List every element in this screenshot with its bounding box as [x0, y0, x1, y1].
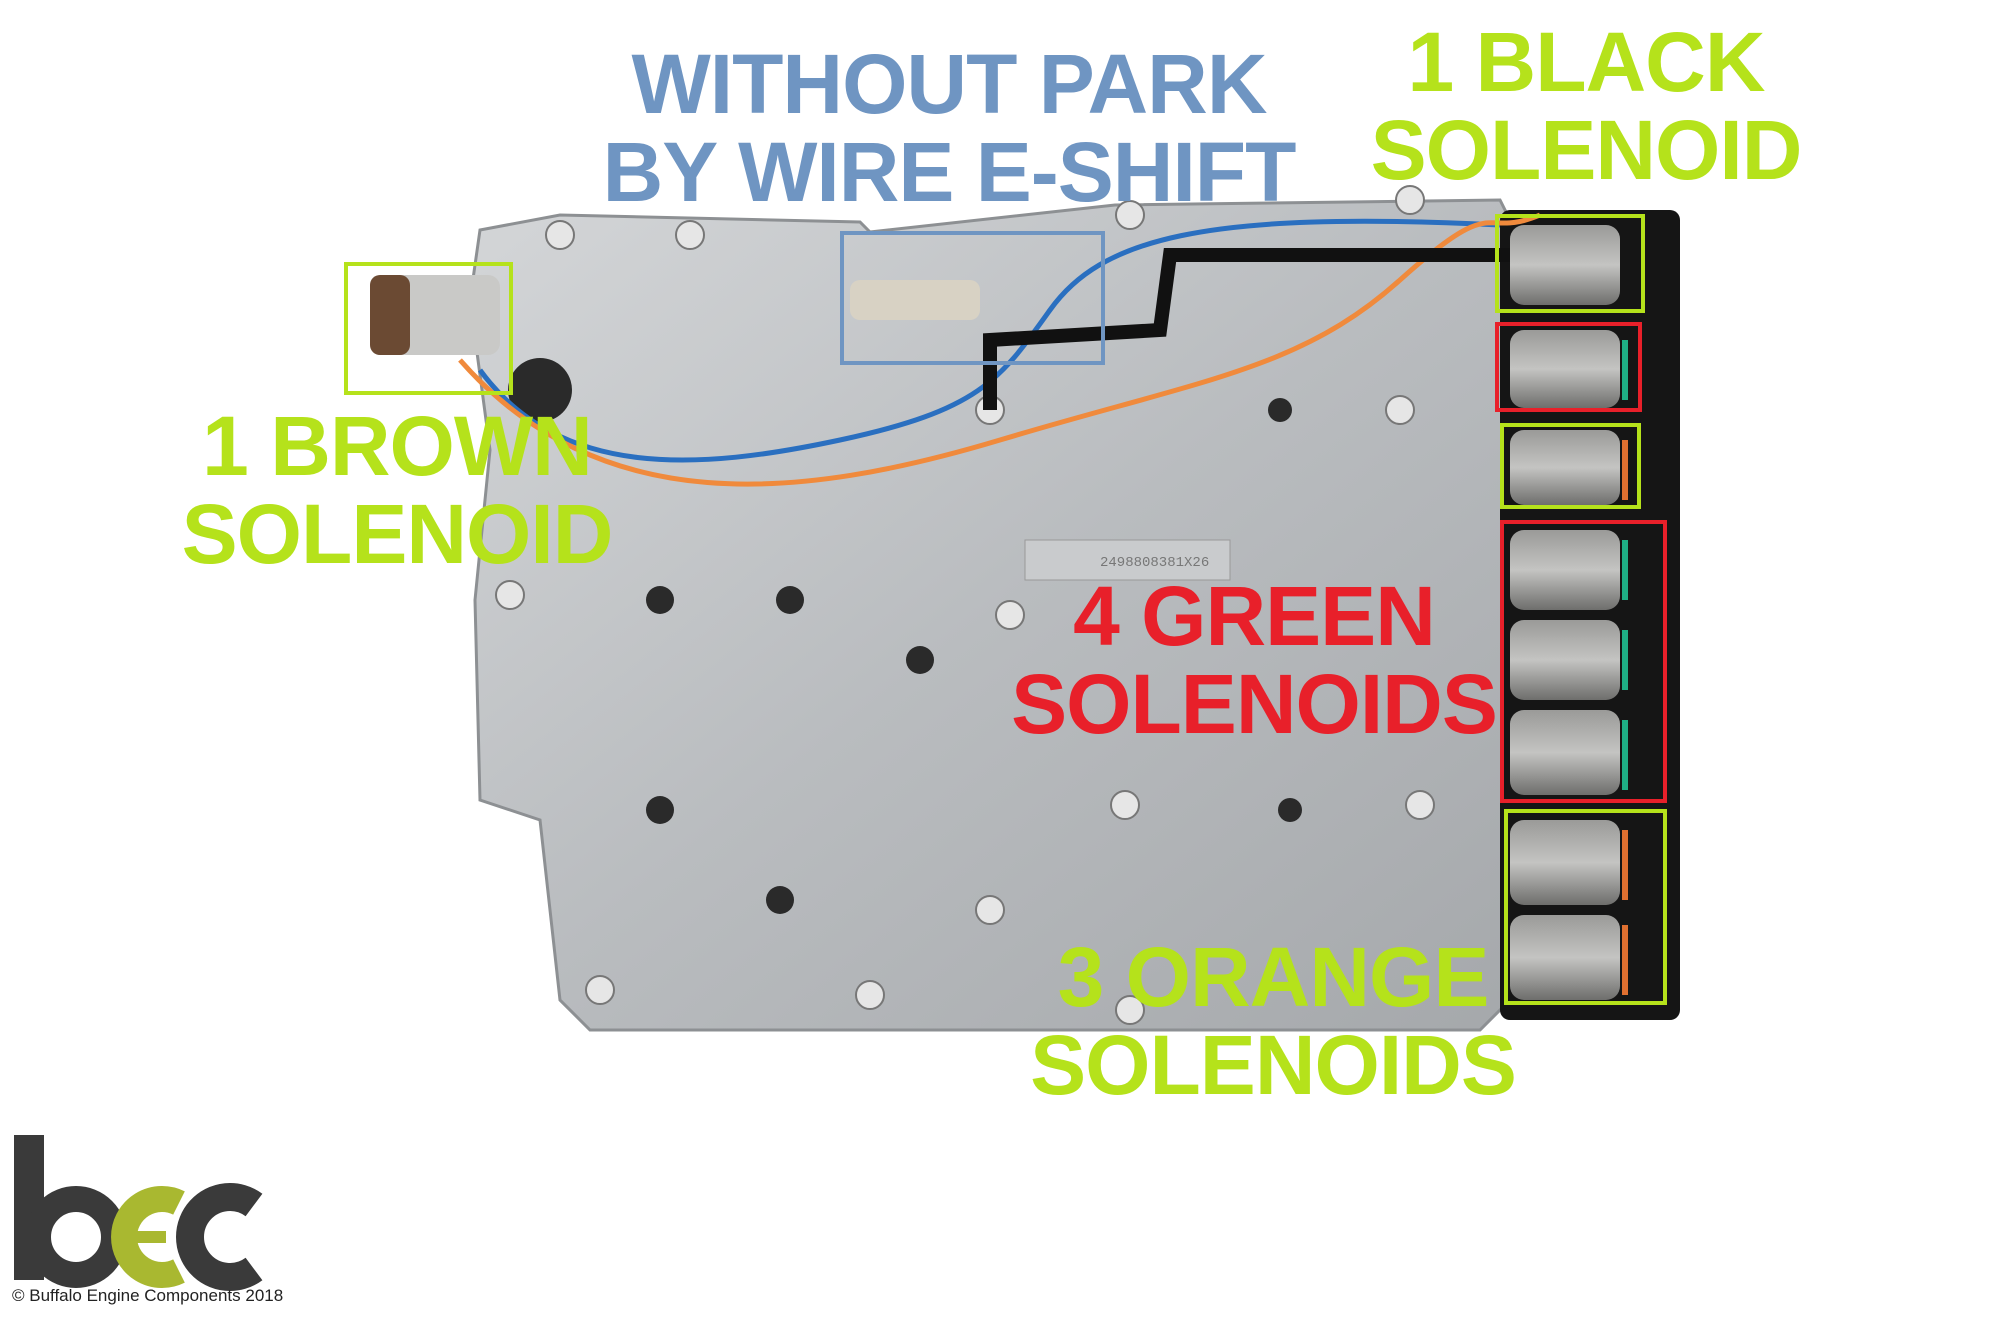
orange-solenoids-label: 3 ORANGE SOLENOIDS	[1030, 930, 1517, 1112]
park-actuator	[850, 280, 980, 320]
label-line: SOLENOIDS	[1030, 1018, 1517, 1112]
casting-holes	[508, 358, 1302, 914]
bec-logo	[14, 1135, 263, 1291]
green-solenoid-highlight-box-1	[1495, 322, 1642, 412]
label-line: BY WIRE E-SHIFT	[602, 125, 1297, 219]
label-line: SOLENOIDS	[1011, 657, 1498, 751]
connector-rail	[1500, 210, 1680, 1020]
copyright-text: © Buffalo Engine Components 2018	[12, 1286, 284, 1305]
solenoid-row	[1510, 225, 1620, 1000]
label-line: 1 BROWN	[202, 399, 593, 493]
label-line: WITHOUT PARK	[631, 37, 1267, 131]
brown-solenoid-label: 1 BROWN SOLENOID	[181, 399, 614, 581]
green-solenoids-label: 4 GREEN SOLENOIDS	[1011, 569, 1498, 751]
label-line: SOLENOID	[1370, 103, 1803, 197]
label-line: 4 GREEN	[1073, 569, 1436, 663]
green-solenoid-highlight-box-2	[1500, 520, 1667, 803]
brown-solenoid-highlight-box	[344, 262, 513, 395]
black-solenoid-highlight-box	[1495, 214, 1645, 313]
label-line: 3 ORANGE	[1057, 930, 1490, 1024]
label-line: 1 BLACK	[1407, 15, 1765, 109]
part-marking: 2498808381X26	[1100, 555, 1209, 571]
park-by-wire-label: WITHOUT PARK BY WIRE E-SHIFT	[602, 37, 1297, 219]
park-actuator-highlight-box	[840, 231, 1105, 365]
orange-solenoid-highlight-box-1	[1500, 423, 1641, 509]
label-line: SOLENOID	[181, 487, 614, 581]
orange-solenoid-highlight-box-2	[1504, 809, 1667, 1005]
part-label-plate	[1024, 539, 1231, 581]
black-solenoid-label: 1 BLACK SOLENOID	[1370, 15, 1803, 197]
orange-wire	[458, 212, 1541, 487]
